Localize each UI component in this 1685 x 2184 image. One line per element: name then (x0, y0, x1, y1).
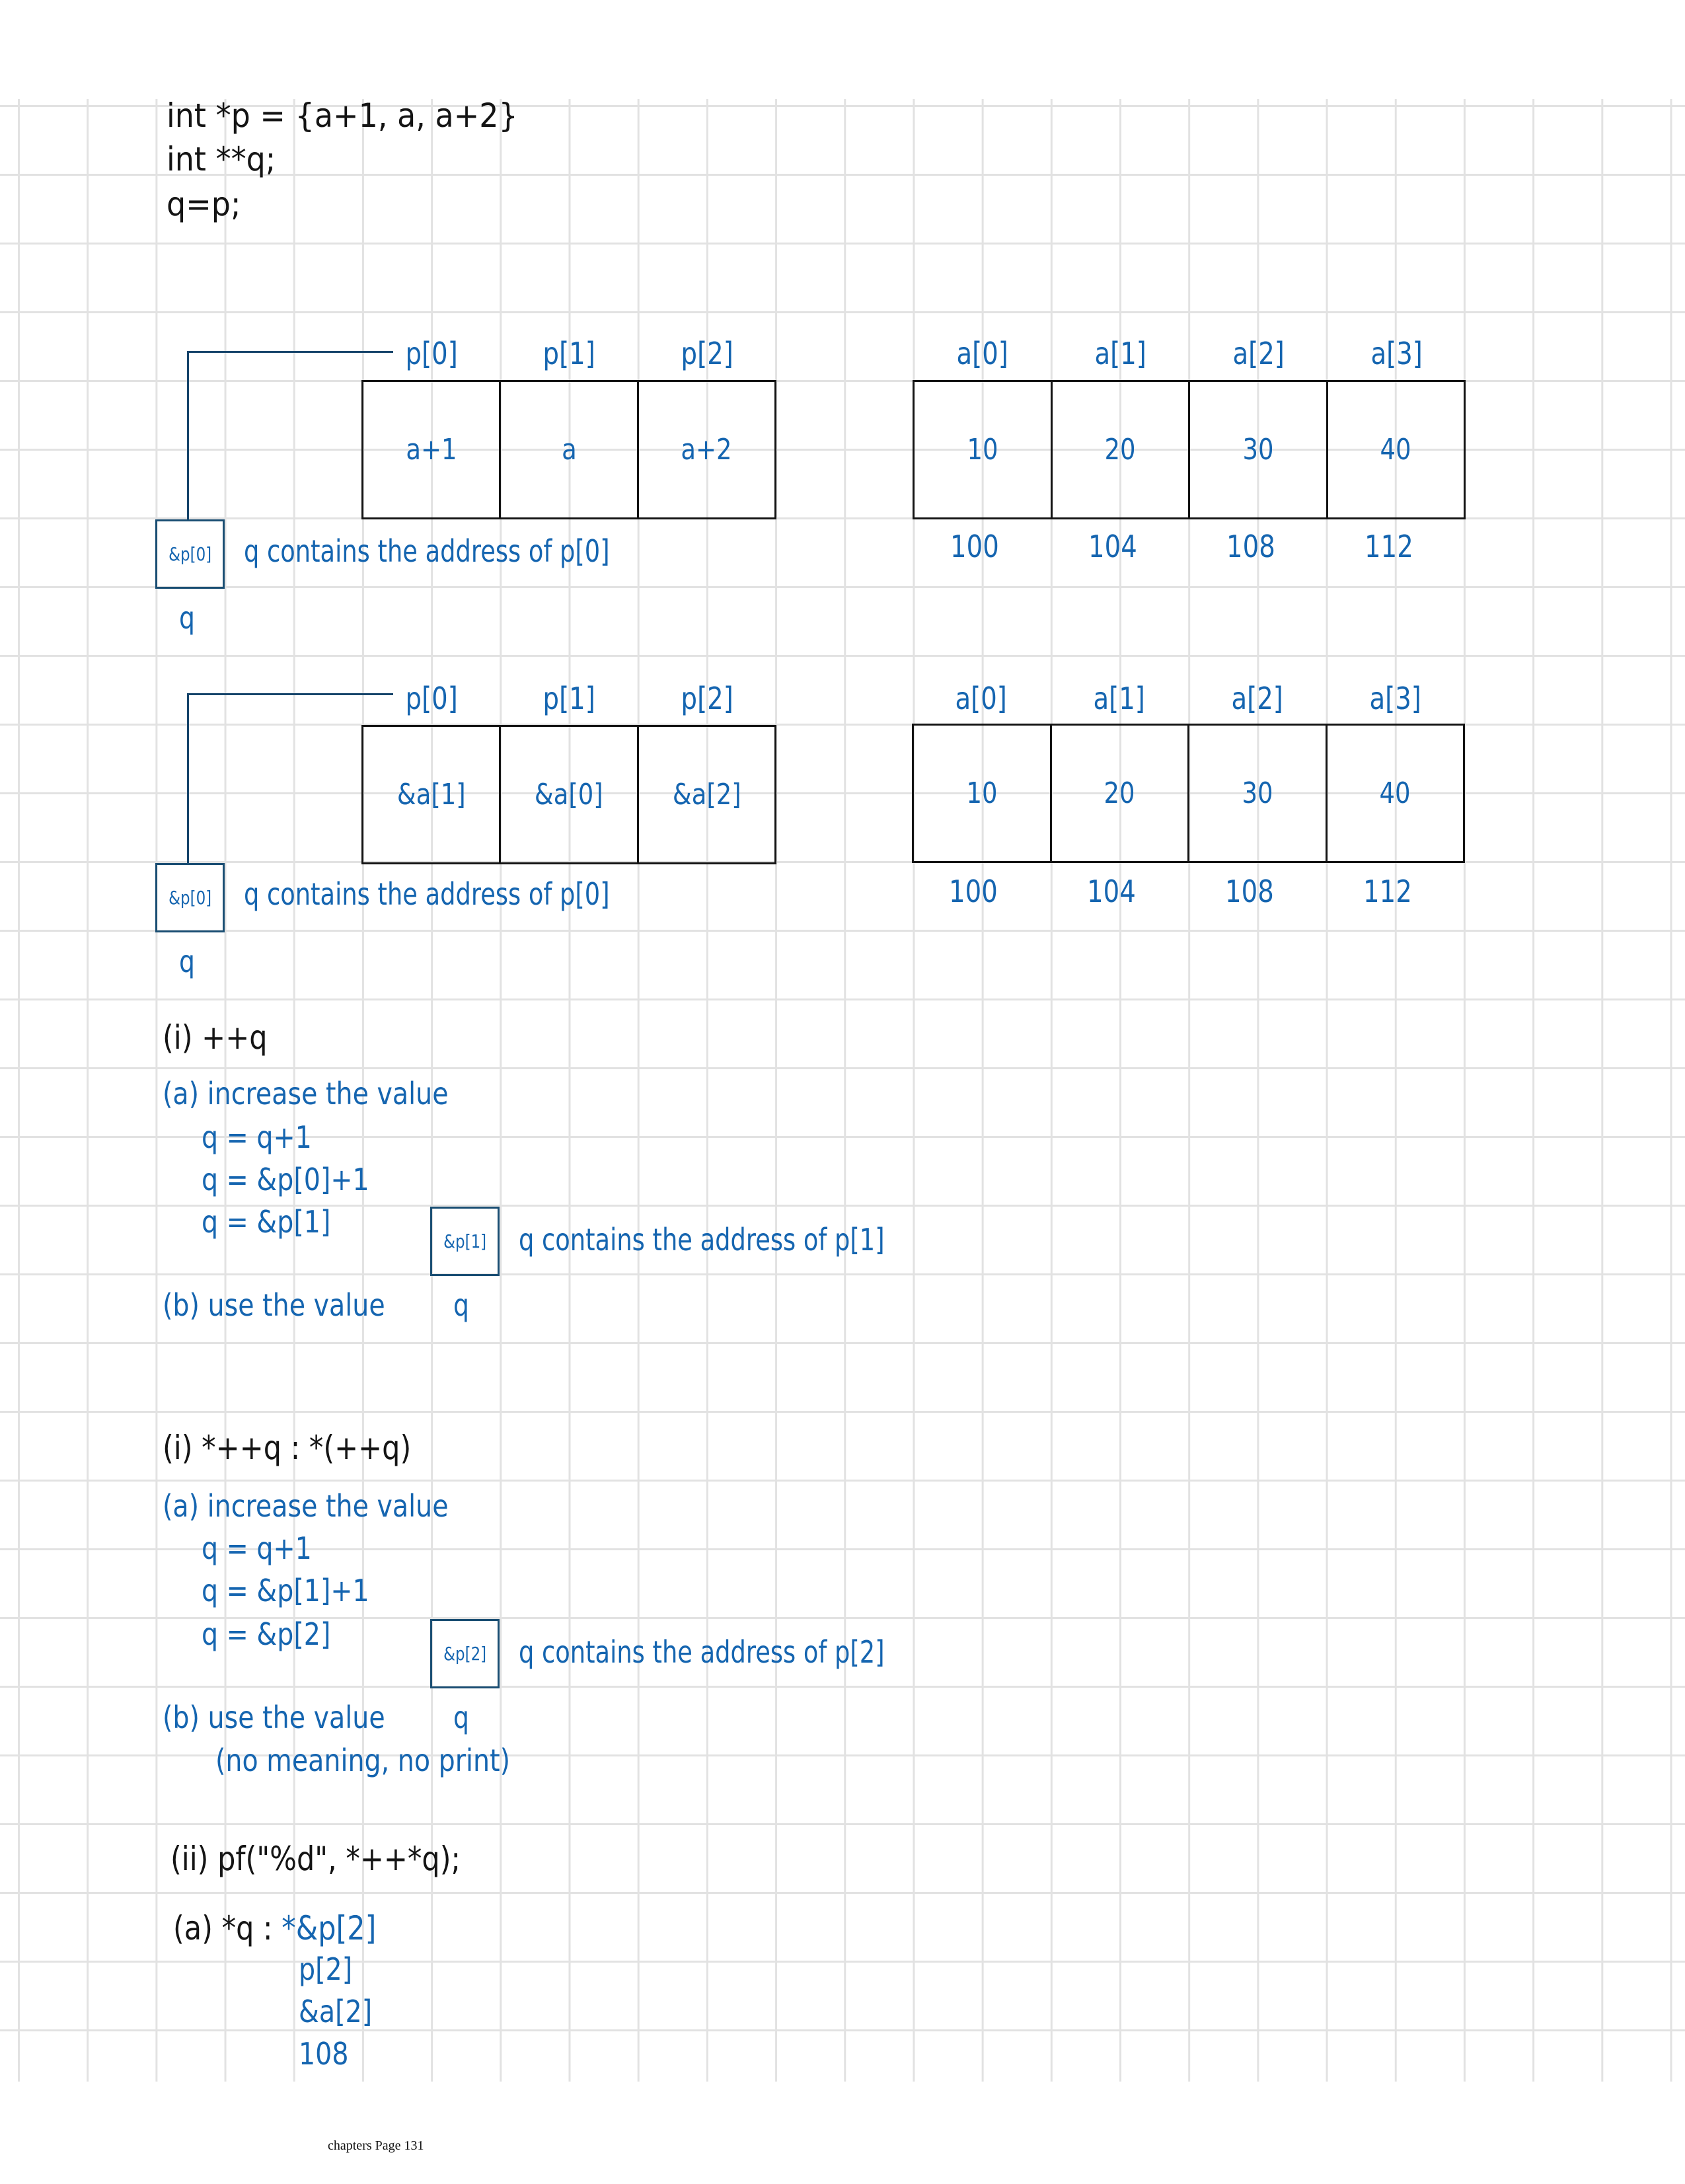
a-array: 10 20 30 40 (913, 380, 1466, 519)
p-label: p[1] (543, 681, 596, 716)
q-label: q (179, 600, 195, 636)
declaration-line-p: int *p = {a+1, a, a+2} (167, 96, 518, 135)
pointer-connector-vertical (187, 351, 189, 521)
a-address: 104 (1088, 529, 1137, 564)
step-b-label: (b) use the value (163, 1700, 385, 1735)
a-label: a[3] (1369, 681, 1421, 716)
evaluation-chain-item: &a[2] (299, 1994, 373, 2029)
q-label: q (453, 1700, 469, 1735)
a-address: 100 (948, 874, 998, 909)
pointer-connector-vertical (187, 693, 189, 863)
a-label: a[1] (1094, 336, 1146, 371)
step-a-label: (a) increase the value (163, 1488, 449, 1524)
a-array-cell: 20 (1049, 726, 1188, 861)
p-label: p[2] (681, 336, 733, 371)
a-label: a[1] (1093, 681, 1145, 716)
a-array-cell: 40 (1326, 382, 1464, 517)
a-address: 100 (950, 529, 999, 564)
evaluation-chain-result: 108 (299, 2036, 349, 2072)
p-array: &a[1] &a[0] &a[2] (361, 725, 776, 864)
remark: (no meaning, no print) (215, 1743, 511, 1778)
a-address: 112 (1364, 529, 1413, 564)
page-footer: chapters Page 131 (328, 2138, 424, 2153)
section-heading: (i) *++q : *(++q) (163, 1429, 412, 1467)
step-line: q = &p[0]+1 (202, 1162, 369, 1197)
step-a-prefix: (a) *q : (173, 1909, 282, 1947)
a-label: a[2] (1231, 681, 1283, 716)
p-label: p[0] (405, 336, 458, 371)
a-label: a[0] (955, 681, 1007, 716)
assignment-line: q=p; (167, 185, 241, 223)
p-array-labels: p[0] p[1] p[2] (363, 683, 776, 714)
p-array-cell: a (499, 382, 636, 517)
a-address: 108 (1226, 529, 1275, 564)
q-note: q contains the address of p[0] (244, 533, 610, 569)
a-array-cell: 10 (966, 776, 998, 810)
step-a-line: (a) *q : *&p[2] (173, 1912, 376, 1945)
p-array-cell: &a[2] (636, 727, 774, 862)
q-pointer-box: &p[0] (155, 863, 225, 932)
step-a-value: *&p[2] (281, 1909, 377, 1947)
step-a-label: (a) increase the value (163, 1076, 449, 1111)
a-array-cell: 10 (967, 433, 998, 467)
pointer-connector-horizontal (187, 351, 393, 353)
q-note: q contains the address of p[2] (519, 1634, 885, 1670)
step-line: q = q+1 (202, 1530, 312, 1566)
p-label: p[0] (405, 681, 458, 716)
a-array-cell: 30 (1188, 382, 1326, 517)
p-array-labels: p[0] p[1] p[2] (363, 338, 776, 369)
p-array: a+1 a a+2 (361, 380, 776, 519)
evaluation-chain-item: p[2] (299, 1951, 353, 1987)
step-b-label: (b) use the value (163, 1287, 385, 1323)
step-line: q = &p[1] (202, 1204, 331, 1240)
step-line: q = q+1 (202, 1119, 312, 1155)
p-array-cell: &a[1] (396, 778, 466, 811)
a-array-labels: a[0] a[1] a[2] a[3] (913, 338, 1466, 369)
section-heading: (ii) pf("%d", *++*q); (170, 1840, 461, 1878)
step-line: q = &p[1]+1 (202, 1573, 369, 1608)
a-array-labels: a[0] a[1] a[2] a[3] (912, 683, 1464, 714)
p-label: p[2] (681, 681, 733, 716)
a-array-cell: 30 (1187, 726, 1326, 861)
p-array-cell: a+2 (636, 382, 774, 517)
q-pointer-box: &p[2] (430, 1619, 500, 1688)
pointer-connector-horizontal (187, 693, 393, 695)
a-array-cell: 40 (1325, 726, 1464, 861)
q-pointer-box: &p[0] (155, 519, 225, 589)
a-array: 10 20 30 40 (912, 724, 1465, 863)
a-address: 108 (1224, 874, 1274, 909)
a-array-addresses: 100 104 108 112 (904, 876, 1456, 907)
a-address: 112 (1363, 874, 1412, 909)
a-label: a[2] (1232, 336, 1285, 371)
p-label: p[1] (543, 336, 596, 371)
a-address: 104 (1086, 874, 1136, 909)
declaration-line-q: int **q; (167, 140, 276, 178)
q-label: q (179, 944, 195, 979)
q-note: q contains the address of p[0] (244, 876, 610, 912)
q-label: q (453, 1287, 469, 1323)
section-heading: (i) ++q (163, 1018, 268, 1057)
a-label: a[3] (1370, 336, 1423, 371)
p-array-cell: a+1 (406, 433, 457, 467)
a-label: a[0] (956, 336, 1008, 371)
grid-paper-background (0, 99, 1685, 2082)
a-array-cell: 20 (1050, 382, 1189, 517)
step-line: q = &p[2] (202, 1616, 331, 1652)
q-note: q contains the address of p[1] (519, 1222, 885, 1258)
a-array-addresses: 100 104 108 112 (905, 531, 1458, 562)
q-pointer-box: &p[1] (430, 1207, 500, 1276)
p-array-cell: &a[0] (499, 727, 636, 862)
